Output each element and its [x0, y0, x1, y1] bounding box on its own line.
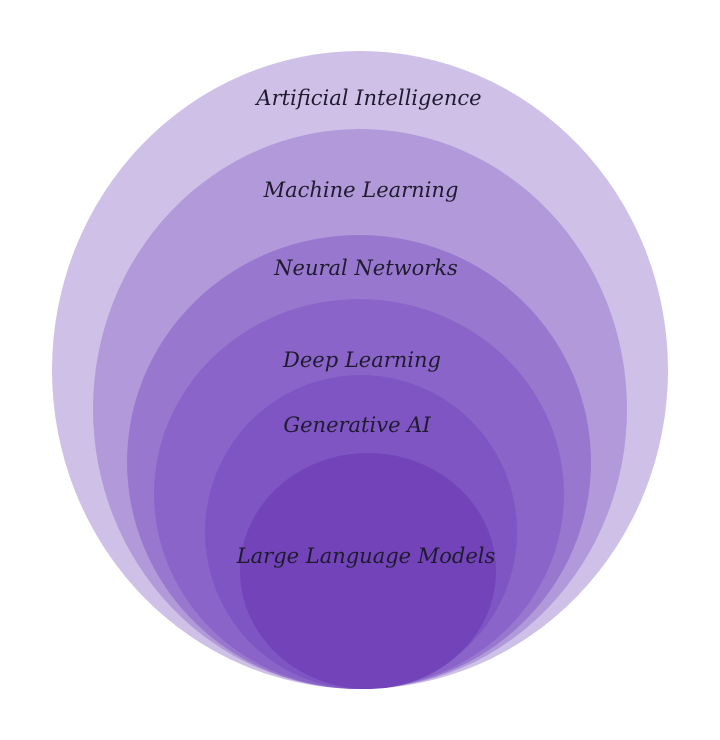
label-large-language-models: Large Language Models	[236, 544, 496, 568]
label-artificial-intelligence: Artificial Intelligence	[254, 86, 481, 110]
label-generative-ai: Generative AI	[283, 413, 431, 437]
layer-circle-large-language-models	[240, 453, 496, 689]
label-deep-learning: Deep Learning	[282, 348, 441, 372]
label-neural-networks: Neural Networks	[273, 256, 458, 280]
label-machine-learning: Machine Learning	[263, 178, 459, 202]
